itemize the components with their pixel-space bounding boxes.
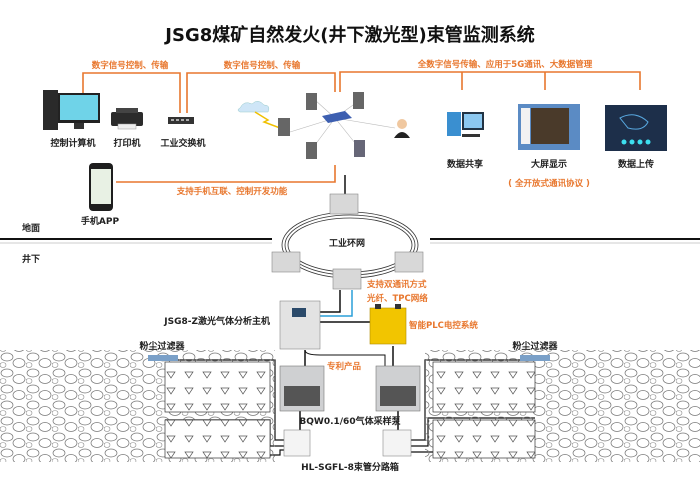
server-icon — [278, 118, 290, 136]
printer-label: 打印机 — [113, 137, 140, 149]
network-cluster — [237, 92, 410, 159]
dust-filter-left-icon — [148, 355, 178, 361]
server-icon — [306, 93, 317, 110]
sampling-pump-icon — [375, 365, 421, 412]
link-label-1: 数字信号控制、传输 — [92, 60, 169, 71]
splitter-box-icon — [382, 429, 412, 457]
analyzer-host-icon — [279, 300, 321, 350]
user-icon — [397, 119, 407, 129]
ground-label: 地面 — [22, 222, 40, 234]
server-icon — [306, 142, 317, 159]
big-screen-label: 大屏显示 — [531, 158, 567, 170]
underground-label: 井下 — [22, 253, 40, 265]
phone-icon — [89, 163, 113, 211]
printer-icon — [111, 108, 143, 130]
switch-label: 工业交换机 — [160, 137, 205, 149]
plc-cabinet-icon — [369, 304, 407, 345]
data-share-icon — [447, 112, 484, 137]
dust-filter-right-label: 粉尘过滤器 — [512, 340, 558, 352]
dual-comm-label: 支持双通讯方式 — [366, 279, 427, 290]
page-title: JSG8煤矿自然发火(井下激光型)束管监测系统 — [163, 24, 534, 46]
goaf-left — [0, 350, 275, 462]
plc-label: 智能PLC电控系统 — [408, 320, 478, 331]
ring-label: 工业环网 — [329, 237, 365, 249]
link-label-3: 全数字信号传输、应用于5G通讯、大数据管理 — [417, 59, 593, 70]
server-icon — [354, 140, 365, 157]
data-upload-icon — [605, 105, 667, 151]
dust-filter-right-icon — [520, 355, 550, 361]
data-upload-label: 数据上传 — [618, 158, 654, 170]
fiber-tpc-label: 光纤、TPC网络 — [366, 293, 428, 304]
data-share-label: 数据共享 — [447, 158, 483, 170]
protocol-note: ( 全开放式通讯协议 ) — [508, 178, 590, 189]
switch-icon — [168, 117, 194, 124]
splitter-box-icon — [283, 429, 311, 457]
patent-label: 专利产品 — [327, 361, 362, 372]
big-screen-icon — [518, 104, 580, 150]
phone-label: 手机APP — [81, 215, 120, 227]
sampling-pump-icon — [279, 365, 325, 412]
analyzer-label: JSG8-Z激光气体分析主机 — [163, 315, 270, 327]
splitter-label: HL-SGFL-8束管分路箱 — [301, 461, 399, 473]
ring-node-boxes — [271, 193, 424, 290]
server-icon — [353, 92, 364, 109]
dust-filter-left-label: 粉尘过滤器 — [139, 340, 185, 352]
control-computer-label: 控制计算机 — [50, 137, 95, 149]
link-label-2: 数字信号控制、传输 — [224, 60, 301, 71]
goaf-right — [425, 350, 700, 462]
hub-icon — [322, 111, 352, 123]
pump-label: BQW0.1/60气体采样泵 — [299, 415, 401, 427]
cloud-icon — [237, 101, 270, 113]
control-computer-icon — [43, 90, 100, 130]
phone-link-label: 支持手机互联、控制开发功能 — [176, 186, 288, 197]
orange-links — [82, 71, 641, 183]
